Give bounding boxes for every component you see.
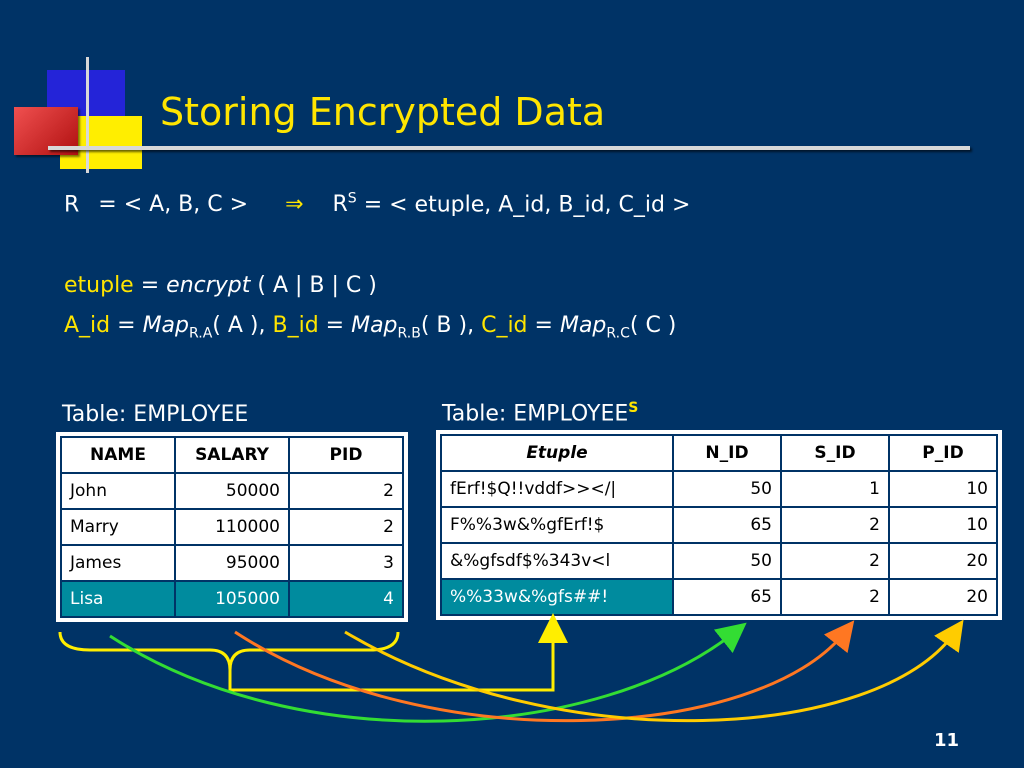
- cell-nid: 65: [672, 506, 782, 544]
- map-b: Map: [351, 313, 398, 338]
- cell-pid: 10: [888, 506, 998, 544]
- relation-rs-def: = < etuple, A_id, B_id, C_id >: [363, 192, 691, 218]
- slide-title: Storing Encrypted Data: [160, 90, 606, 134]
- cell-name: John: [60, 472, 176, 510]
- col-salary-header: SALARY: [174, 436, 290, 474]
- col-name-header: NAME: [60, 436, 176, 474]
- cell-sid: 2: [780, 578, 890, 616]
- cell-pid: 10: [888, 470, 998, 508]
- col-sid-header: S_ID: [780, 434, 890, 472]
- mapping-line: A_id = MapR.A( A ), B_id = MapR.B( B ), …: [64, 313, 676, 341]
- relation-r-def: = < A, B, C >: [98, 192, 249, 218]
- c-id-term: C_id: [481, 313, 528, 338]
- cell-sid: 2: [780, 542, 890, 580]
- brace-to-etuple-arrow: [228, 613, 568, 692]
- logo-vertical-rule: [86, 57, 89, 173]
- cell-salary: 50000: [174, 472, 290, 510]
- col-nid-header: N_ID: [672, 434, 782, 472]
- cell-name: James: [60, 544, 176, 582]
- page-number: 11: [934, 730, 960, 751]
- encrypted-employee-table: Etuple N_ID S_ID P_ID fErf!$Q!!vddf>></|…: [440, 434, 998, 616]
- map-a-arg: ( A ),: [212, 313, 266, 338]
- implies-arrow: ⇒: [285, 192, 304, 218]
- table2-label-sup: S: [628, 400, 639, 416]
- col-pid-header: P_ID: [888, 434, 998, 472]
- a-id-term: A_id: [64, 313, 111, 338]
- table-row: James 95000 3: [60, 544, 404, 582]
- yellow-arrow: [344, 619, 964, 723]
- map-b-sub: R.B: [397, 325, 421, 342]
- cell-sid: 1: [780, 470, 890, 508]
- cell-salary: 110000: [174, 508, 290, 546]
- etuple-line: etuple = encrypt ( A | B | C ): [64, 273, 377, 298]
- map-c-sub: R.C: [606, 325, 630, 342]
- cell-etuple: fErf!$Q!!vddf>></|: [440, 470, 674, 508]
- col-pid-header: PID: [288, 436, 404, 474]
- cell-etuple: &%gfsdf$%343v<l: [440, 542, 674, 580]
- map-a-sub: R.A: [189, 325, 213, 342]
- cell-nid: 50: [672, 470, 782, 508]
- cell-etuple: F%%3w&%gfErf!$: [440, 506, 674, 544]
- table-row: %%33w&%gfs##! 65 2 20: [440, 578, 998, 616]
- cell-name: Marry: [60, 508, 176, 546]
- orange-arrow: [234, 620, 855, 723]
- a-id-eq: =: [117, 313, 136, 338]
- table-row: F%%3w&%gfErf!$ 65 2 10: [440, 506, 998, 544]
- encrypt-function: encrypt: [166, 273, 251, 298]
- etuple-eq: =: [140, 273, 160, 298]
- map-a: Map: [142, 313, 190, 338]
- b-id-term: B_id: [272, 313, 319, 338]
- cell-pid: 20: [888, 542, 998, 580]
- relation-rs: RS: [332, 191, 357, 218]
- green-arrow: [109, 622, 747, 723]
- cell-salary: 95000: [174, 544, 290, 582]
- table-row-highlighted: Lisa 105000 4: [60, 580, 404, 618]
- cell-salary: 105000: [174, 580, 290, 618]
- cell-pid: 4: [288, 580, 404, 618]
- table2-label-text: Table: EMPLOYEE: [442, 401, 629, 427]
- encrypt-args: ( A | B | C ): [257, 273, 377, 298]
- cell-name: Lisa: [60, 580, 176, 618]
- table-row: &%gfsdf$%343v<l 50 2 20: [440, 542, 998, 580]
- cell-nid: 50: [672, 542, 782, 580]
- table-row: fErf!$Q!!vddf>></| 50 1 10: [440, 470, 998, 508]
- table2-frame: Etuple N_ID S_ID P_ID fErf!$Q!!vddf>></|…: [436, 430, 1002, 620]
- cell-pid: 3: [288, 544, 404, 582]
- c-id-eq: =: [534, 313, 553, 338]
- table-row: Marry 110000 2: [60, 508, 404, 546]
- col-etuple-header: Etuple: [440, 434, 674, 472]
- table-row: John 50000 2: [60, 472, 404, 510]
- cell-nid: 65: [672, 578, 782, 616]
- cell-pid: 2: [288, 508, 404, 546]
- table1-frame: NAME SALARY PID John 50000 2 Marry 11000…: [56, 432, 408, 622]
- employee-table: NAME SALARY PID John 50000 2 Marry 11000…: [60, 436, 404, 618]
- cell-pid: 20: [888, 578, 998, 616]
- schema-line: R = < A, B, C > ⇒ RS = < etuple, A_id, B…: [64, 191, 690, 217]
- b-id-eq: =: [325, 313, 345, 338]
- cell-pid: 2: [288, 472, 404, 510]
- map-c-arg: ( C ): [629, 313, 677, 338]
- table1-label: Table: EMPLOYEE: [62, 402, 249, 427]
- relation-r: R: [64, 192, 80, 218]
- table2-label: Table: EMPLOYEES: [442, 400, 638, 426]
- map-c: Map: [559, 313, 607, 338]
- title-underline: [48, 146, 970, 150]
- cell-etuple-highlighted: %%33w&%gfs##!: [440, 578, 674, 616]
- map-b-arg: ( B ),: [420, 313, 475, 338]
- etuple-term: etuple: [64, 273, 134, 298]
- cell-sid: 2: [780, 506, 890, 544]
